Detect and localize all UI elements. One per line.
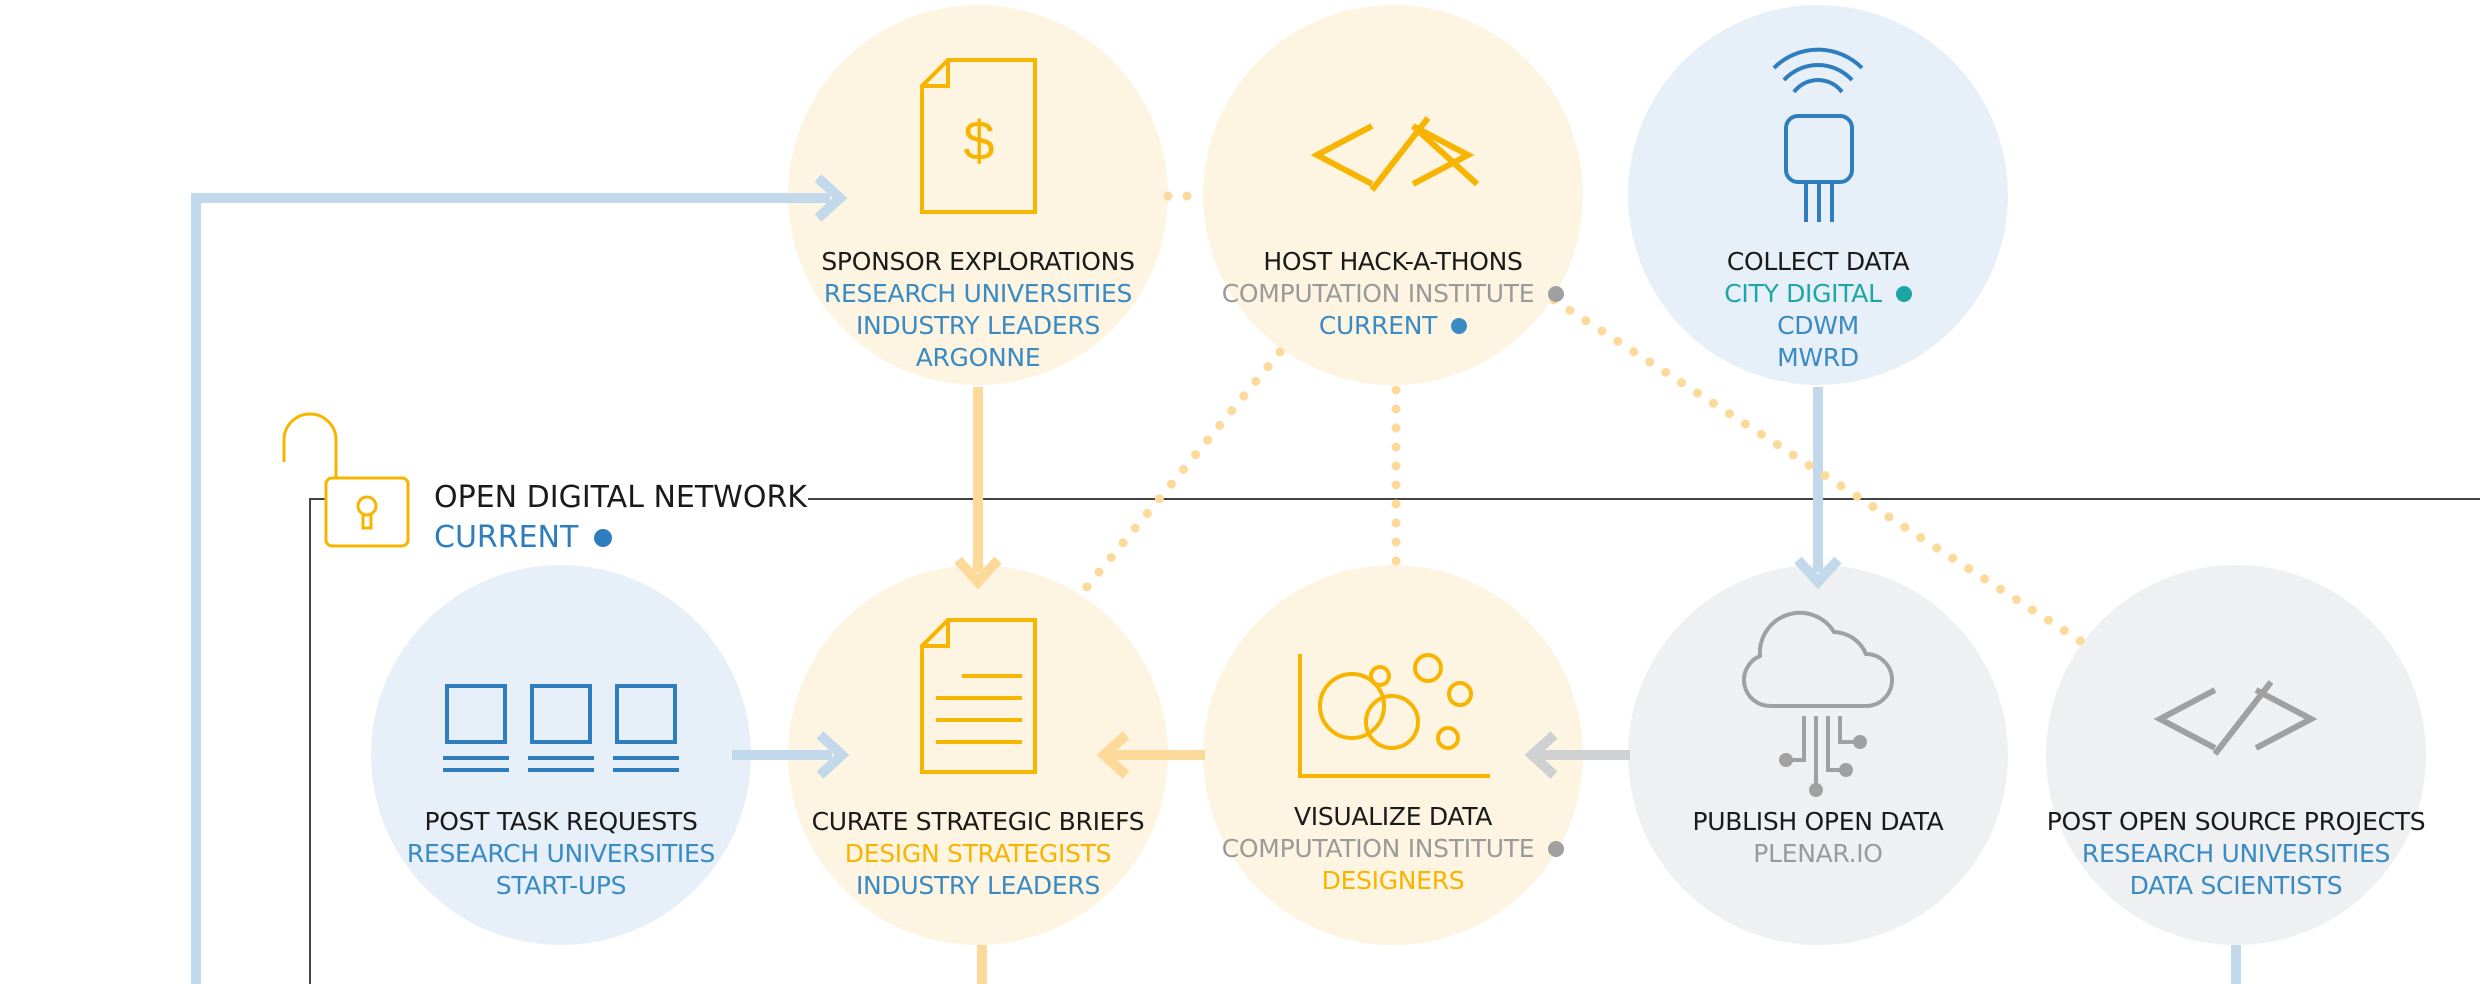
publish-to-visualize-arrowhead xyxy=(1524,731,1558,779)
node-publish: PUBLISH OPEN DATA PLENAR.IO xyxy=(1608,806,2028,870)
node-line: PLENAR.IO xyxy=(1753,839,1883,868)
bubble-curate xyxy=(788,565,1168,945)
node-line: START-UPS xyxy=(495,871,627,900)
node-line: RESEARCH UNIVERSITIES xyxy=(823,279,1133,308)
dollar-glyph: $ xyxy=(963,109,994,172)
node-line: DATA SCIENTISTS xyxy=(2129,871,2343,900)
node-visualize: VISUALIZE DATA COMPUTATION INSTITUTE DES… xyxy=(1183,801,1603,897)
node-line: MWRD xyxy=(1777,343,1859,372)
node-title: POST OPEN SOURCE PROJECTS xyxy=(2046,807,2426,836)
bubble-open-source xyxy=(2046,565,2426,945)
node-title: CURATE STRATEGIC BRIEFS xyxy=(811,807,1145,836)
feedback-arrowhead xyxy=(814,174,848,222)
node-line: CURRENT xyxy=(1318,311,1438,340)
node-line-row: CITY DIGITAL xyxy=(1608,278,2028,310)
code-icon xyxy=(1310,116,1480,192)
node-line: CITY DIGITAL xyxy=(1724,279,1882,308)
node-line: DESIGN STRATEGISTS xyxy=(844,839,1112,868)
node-title: PUBLISH OPEN DATA xyxy=(1692,807,1944,836)
node-line-row: COMPUTATION INSTITUTE xyxy=(1183,278,1603,310)
network-status: CURRENT xyxy=(434,520,579,555)
bubble-hack xyxy=(1203,5,1583,385)
feedback-connector xyxy=(191,193,830,984)
bubble-chart-icon xyxy=(1298,653,1490,778)
node-line-row: CURRENT xyxy=(1183,310,1603,342)
node-curate: CURATE STRATEGIC BRIEFS DESIGN STRATEGIS… xyxy=(768,806,1188,902)
status-dot xyxy=(1451,318,1468,334)
bubble-sponsor xyxy=(788,5,1168,385)
node-line: DESIGNERS xyxy=(1321,866,1465,895)
document-dollar-icon xyxy=(920,58,1037,214)
bubble-post-tasks xyxy=(371,565,751,945)
node-title: COLLECT DATA xyxy=(1726,247,1910,276)
status-dot xyxy=(1548,841,1565,857)
dotted-connectors xyxy=(1081,191,2087,647)
node-hack: HOST HACK-A-THONS COMPUTATION INSTITUTE … xyxy=(1183,246,1603,342)
node-title: SPONSOR EXPLORATIONS xyxy=(821,247,1135,276)
node-line: INDUSTRY LEADERS xyxy=(855,871,1101,900)
tasks-to-curate-arrowhead xyxy=(816,731,850,779)
node-line: RESEARCH UNIVERSITIES xyxy=(406,839,716,868)
node-line: COMPUTATION INSTITUTE xyxy=(1221,834,1535,863)
unlock-icon xyxy=(282,412,410,548)
node-line: CDWM xyxy=(1777,311,1859,340)
collect-to-publish-arrowhead xyxy=(1794,556,1842,590)
node-line-row: COMPUTATION INSTITUTE xyxy=(1183,833,1603,865)
node-title: VISUALIZE DATA xyxy=(1293,802,1493,831)
node-title: POST TASK REQUESTS xyxy=(424,807,698,836)
hack-curate-dotted xyxy=(1081,347,1285,593)
status-dot xyxy=(1895,286,1912,302)
network-title: OPEN DIGITAL NETWORK xyxy=(434,480,807,515)
status-dot xyxy=(594,529,613,547)
code-icon xyxy=(2153,680,2318,756)
sensor-icon xyxy=(1772,47,1864,222)
visualize-to-curate-arrowhead xyxy=(1096,731,1130,779)
document-icon xyxy=(920,618,1037,774)
node-sponsor: SPONSOR EXPLORATIONS RESEARCH UNIVERSITI… xyxy=(768,246,1188,374)
cloud-circuit-icon xyxy=(1742,610,1894,797)
network-status-row: CURRENT xyxy=(434,518,613,558)
node-post-tasks: POST TASK REQUESTS RESEARCH UNIVERSITIES… xyxy=(351,806,771,902)
sponsor-to-curate-arrowhead xyxy=(954,556,1002,590)
node-line: ARGONNE xyxy=(915,343,1041,372)
network-bracket xyxy=(309,498,326,984)
node-title: HOST HACK-A-THONS xyxy=(1263,247,1523,276)
node-line: INDUSTRY LEADERS xyxy=(855,311,1101,340)
task-boxes-icon xyxy=(443,684,679,772)
node-line: COMPUTATION INSTITUTE xyxy=(1221,279,1535,308)
node-open-source: POST OPEN SOURCE PROJECTS RESEARCH UNIVE… xyxy=(2026,806,2446,902)
status-dot xyxy=(1548,286,1565,302)
node-collect: COLLECT DATA CITY DIGITAL CDWM MWRD xyxy=(1608,246,2028,374)
node-line: RESEARCH UNIVERSITIES xyxy=(2081,839,2391,868)
